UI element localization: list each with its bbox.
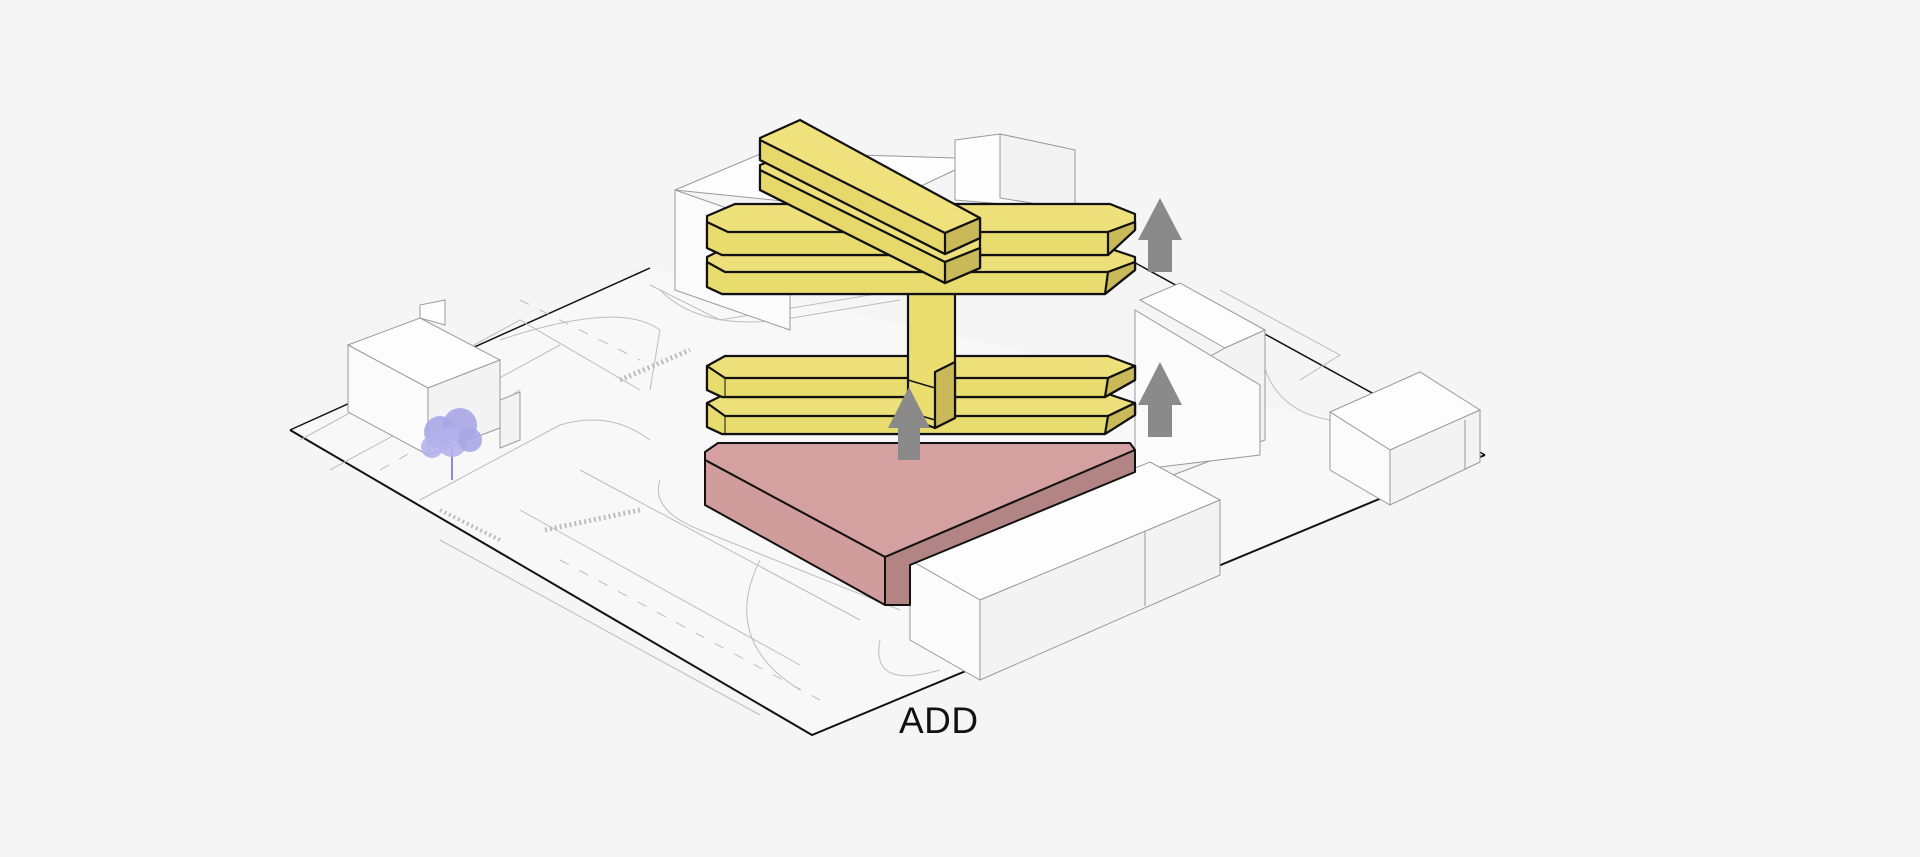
lane-dash xyxy=(519,299,641,361)
tree-icon xyxy=(421,408,482,480)
up-arrow-icon-upper-right xyxy=(1138,198,1182,272)
road-edge xyxy=(1219,289,1341,381)
context-building-front xyxy=(908,461,1222,681)
context-building-far-right xyxy=(1328,371,1482,506)
lane-dash xyxy=(559,559,821,701)
vertical-core xyxy=(906,288,957,430)
context-buildings xyxy=(346,133,1482,681)
diagram-caption: ADD xyxy=(899,700,979,741)
road-edge xyxy=(579,469,861,621)
up-arrow-icon-lower-right xyxy=(1138,362,1182,437)
up-arrow-icon xyxy=(888,198,1182,460)
road-curb xyxy=(746,559,801,691)
crosswalk xyxy=(439,508,501,542)
road-curb xyxy=(499,316,661,391)
diagonal-bar-upper xyxy=(758,118,982,256)
podium-front-right xyxy=(884,449,1136,606)
site-edge-front xyxy=(289,429,1486,737)
road-curb xyxy=(419,419,651,501)
up-arrow-icon-center xyxy=(888,387,930,460)
diagonal-bar-stack xyxy=(758,118,982,285)
road-edge xyxy=(439,539,761,716)
crosswalk xyxy=(544,507,641,533)
road-edge xyxy=(519,509,801,666)
podium-block xyxy=(704,442,1136,606)
road-curb xyxy=(878,639,941,677)
road-curb xyxy=(658,479,901,611)
